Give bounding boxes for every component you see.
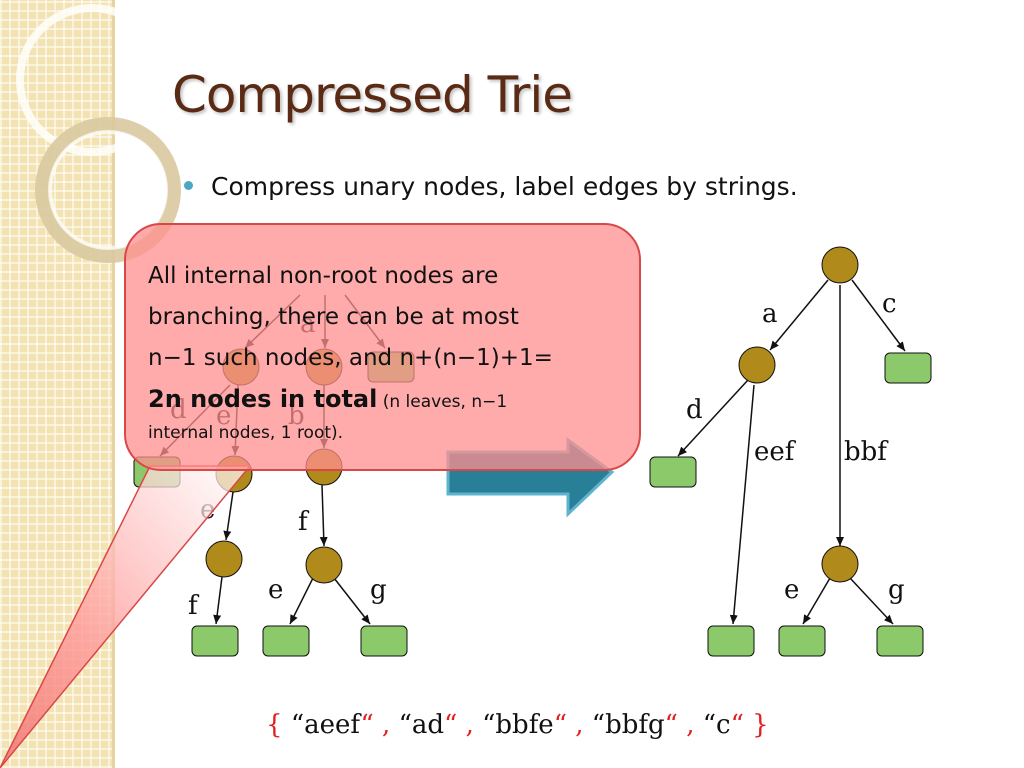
set-separator: , [382,710,391,740]
set-close-quote: “ [360,710,374,740]
right-edge-label: eef [754,437,797,467]
set-item: “ad [398,710,445,740]
set-item: “bbfg [591,710,665,740]
callout-text: All internal non-root nodes are branchin… [148,256,618,443]
callout-line: All internal non-root nodes are [148,263,499,289]
set-item: “aeef [290,710,361,740]
set-item: “bbfe [482,710,554,740]
slide-title: Compressed Trie [172,66,573,124]
left-edge-label: f [188,591,200,621]
decorative-rings [16,4,181,263]
callout-line: 2n nodes in total (n leaves, n−1 [148,379,618,423]
bullet-dot-icon [184,180,193,190]
right-edge-label: a [762,299,778,329]
set-close-quote: “ [553,710,567,740]
callout-small-text: (n leaves, n−1 [377,392,508,412]
bullet-item: Compress unary nodes, label edges by str… [184,172,798,201]
right-edge-label: e [784,575,799,605]
callout-bubble [0,223,641,768]
right-edge-label: g [888,575,905,605]
set-separator: , [575,710,584,740]
callout-line: n−1 such nodes, and n+(n−1)+1= [148,345,553,371]
set-separator: , [686,710,695,740]
set-open-brace: { [266,710,283,740]
set-close-quote: “ [664,710,678,740]
string-set: { “aeef“ , “ad“ , “bbfe“ , “bbfg“ , “c“ … [266,710,769,740]
set-item: “c [702,710,731,740]
right-edge-label: d [686,395,703,425]
set-separator: , [465,710,474,740]
right-edge-label: c [882,289,897,319]
set-close-quote: “ [730,710,744,740]
callout-bold-text: 2n nodes in total [148,385,378,413]
left-edge-label: e [268,575,283,605]
left-edge-label: f [298,507,310,537]
right-trie: a c d eef bbf e g [649,246,932,657]
callout-line: branching, there can be at most [148,304,519,330]
set-close-quote: “ [444,710,458,740]
side-strip-edge [112,0,115,768]
right-edge-label: bbf [844,437,889,467]
callout-small-line: internal nodes, 1 root). [148,423,344,443]
left-edge-label: g [370,575,387,605]
bullet-text: Compress unary nodes, label edges by str… [211,172,798,201]
set-close-brace: } [752,710,769,740]
